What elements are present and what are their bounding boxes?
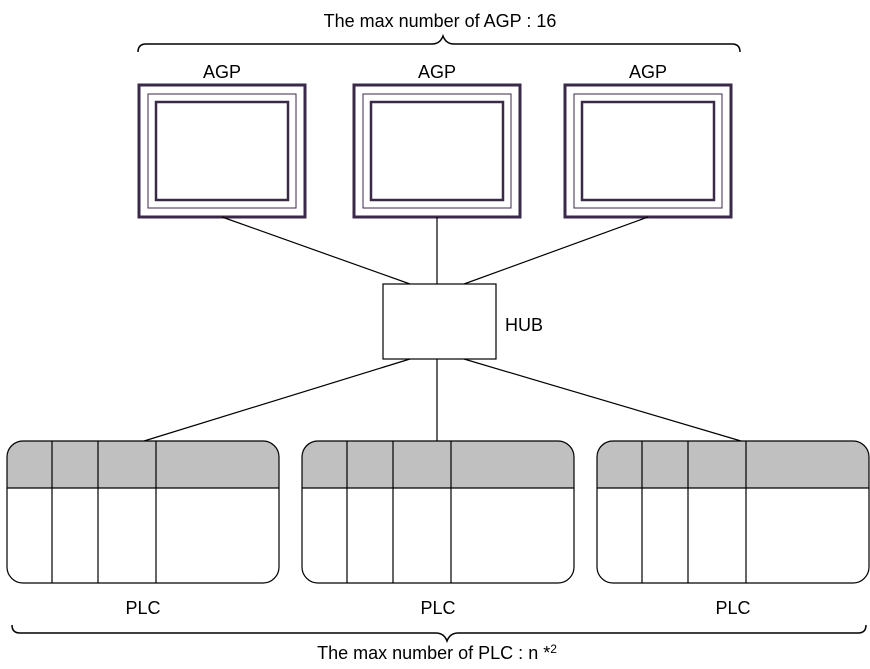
hub-box — [382, 283, 497, 360]
plc-unit-1 — [6, 440, 280, 584]
agp-monitor-3 — [563, 83, 733, 219]
hub-label: HUB — [505, 315, 544, 335]
agp-label-2: AGP — [417, 62, 457, 82]
link-agp1-hub — [221, 216, 411, 285]
link-hub-plc1 — [143, 358, 411, 442]
agp-max-caption: The max number of AGP : 16 — [323, 11, 557, 31]
plc-max-caption: The max number of PLC : n *2 — [317, 642, 557, 663]
plc-label-1: PLC — [125, 598, 161, 618]
plc-group-brace — [11, 624, 867, 644]
link-hub-plc3 — [463, 358, 742, 442]
link-agp3-hub — [463, 216, 649, 285]
agp-monitor-2 — [352, 83, 522, 219]
plc-unit-2 — [301, 440, 575, 584]
agp-label-3: AGP — [628, 62, 668, 82]
plc-label-3: PLC — [715, 598, 751, 618]
agp-group-brace — [137, 33, 741, 53]
plc-label-2: PLC — [420, 598, 456, 618]
agp-label-1: AGP — [202, 62, 242, 82]
plc-unit-3 — [596, 440, 870, 584]
footnote-marker: 2 — [550, 642, 557, 656]
agp-monitor-1 — [137, 83, 307, 219]
plc-max-caption-text: The max number of PLC : n * — [317, 643, 551, 663]
